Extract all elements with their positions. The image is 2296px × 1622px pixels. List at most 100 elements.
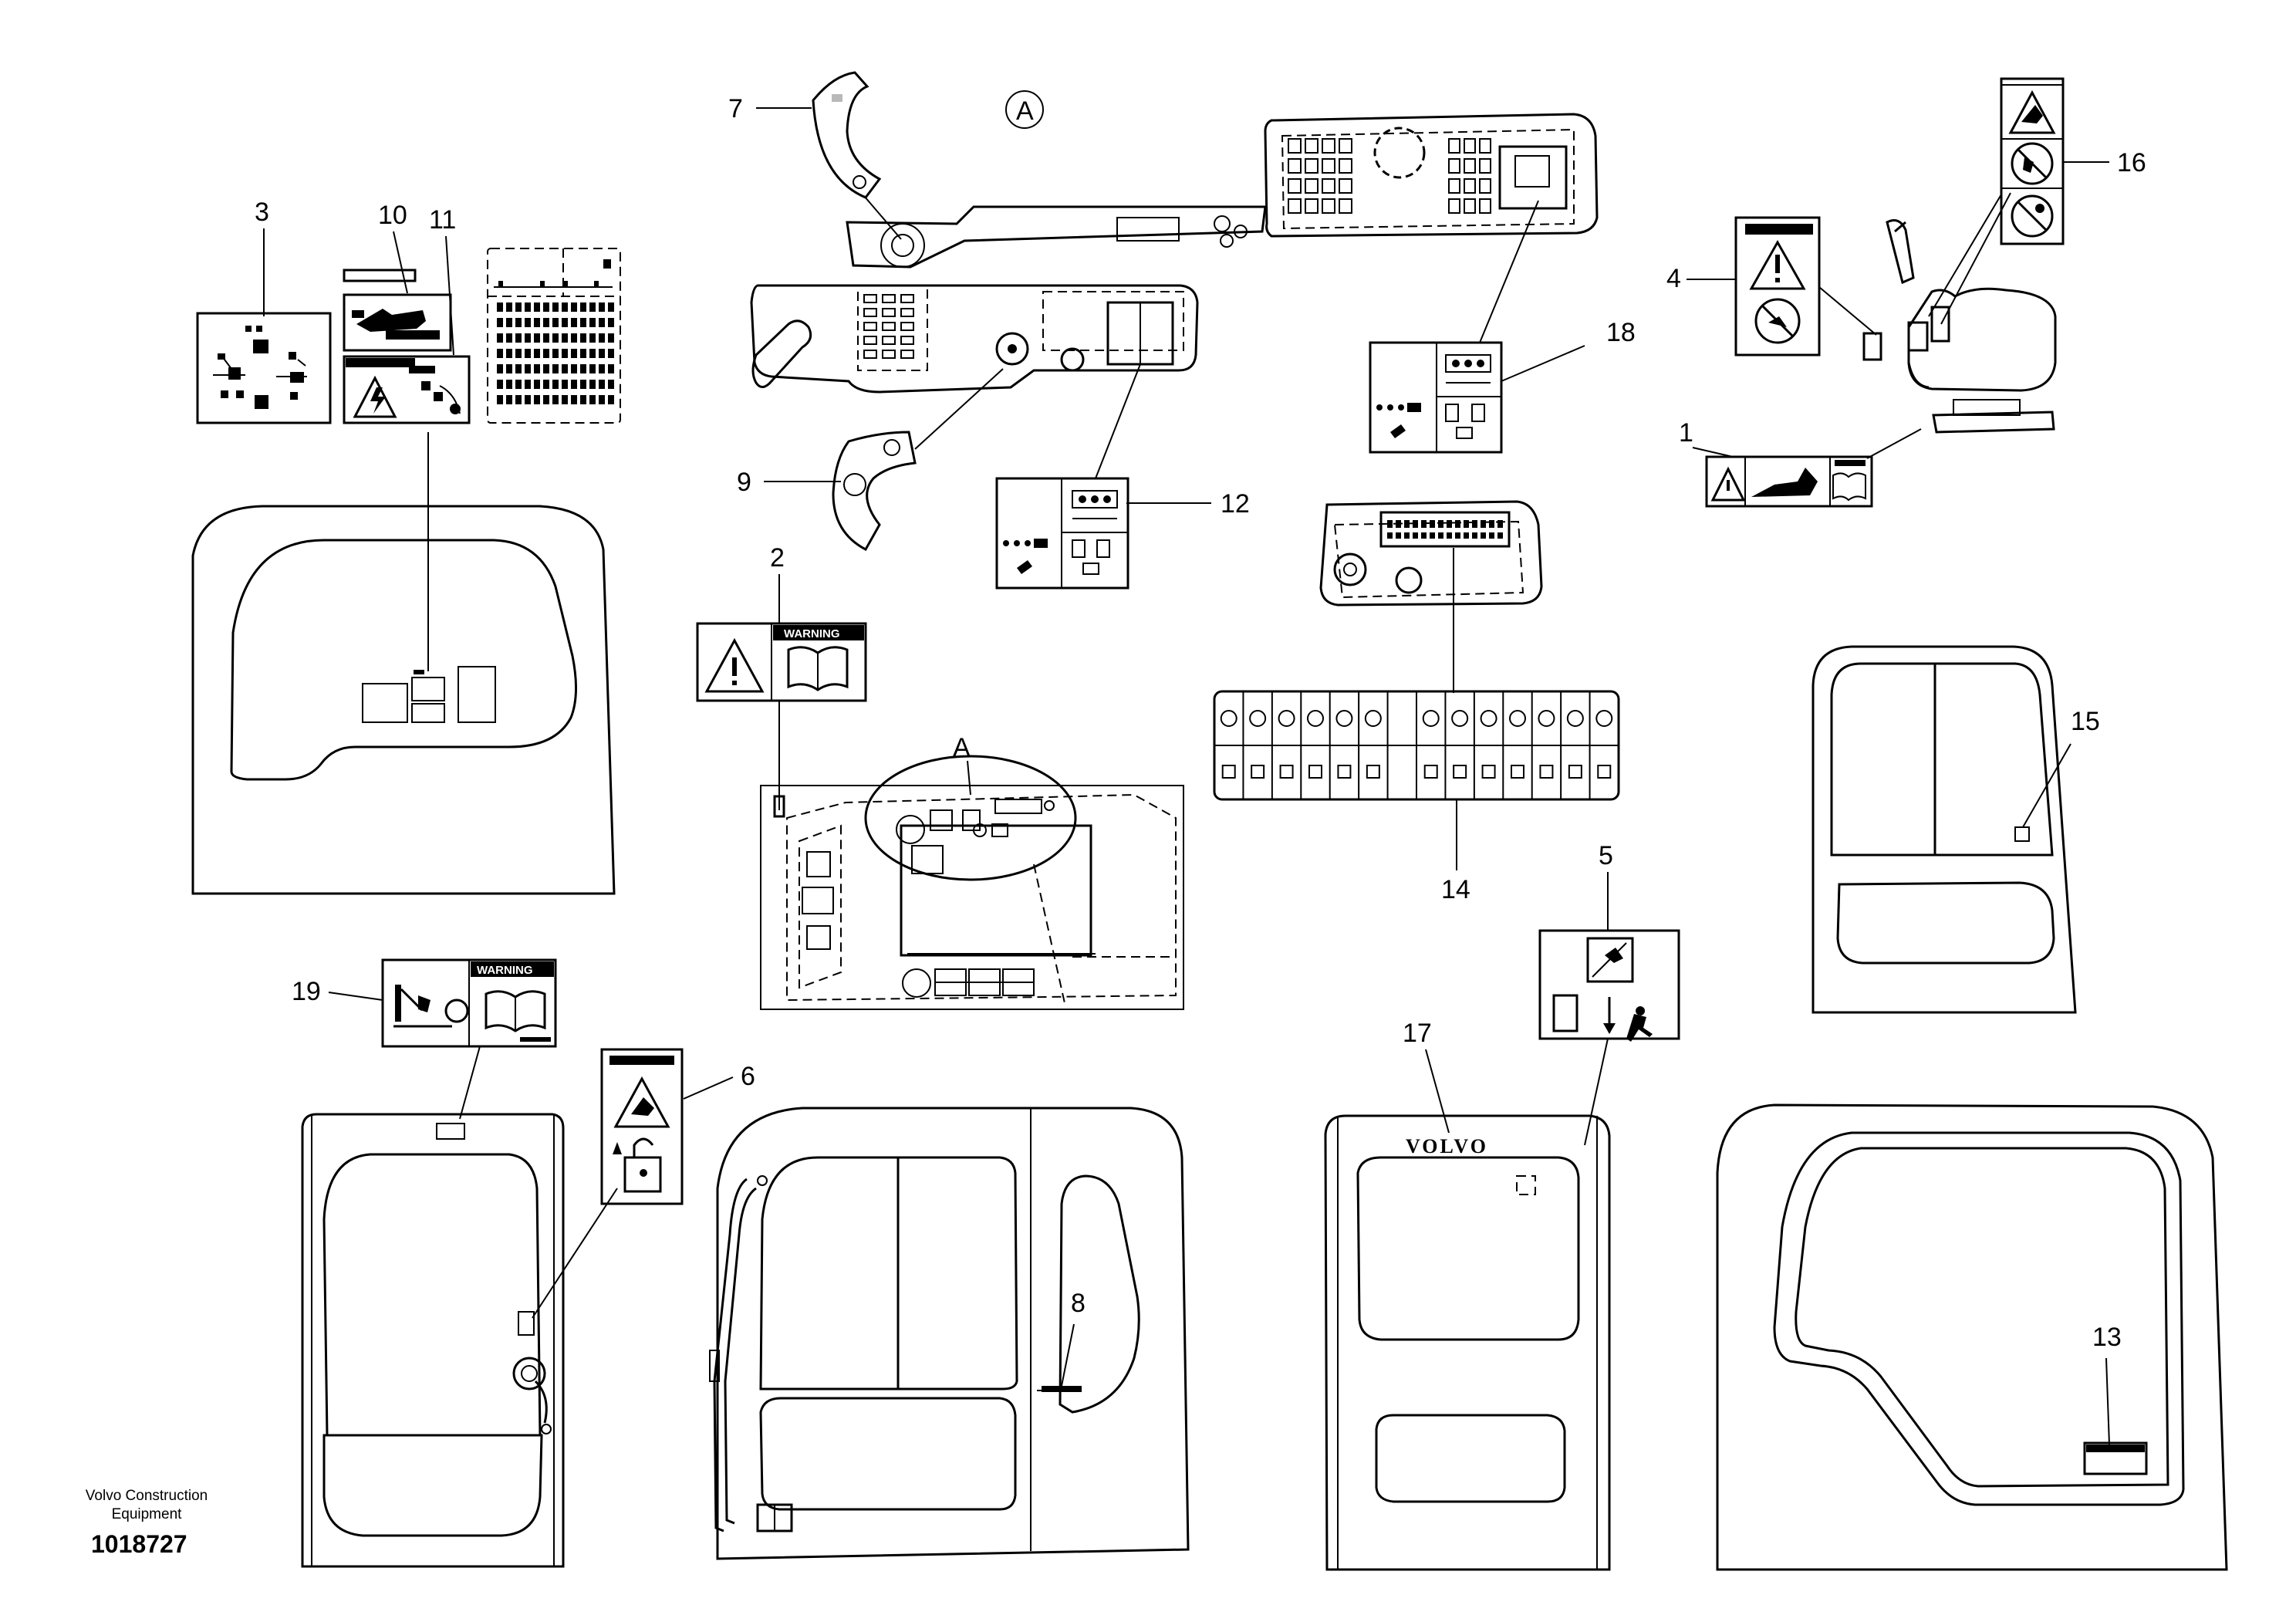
decal-11-warning-shock [343,355,471,424]
callout-11: 11 [429,205,456,235]
panel-switch [1448,138,1460,154]
sheet-cell [571,380,577,389]
decal-12-switch-panel [995,477,1129,590]
monitor-cell [1430,520,1435,528]
sheet-cell [589,349,596,358]
monitor-cell [1455,520,1460,528]
sheet-cell [571,364,577,373]
monitor-cell [1421,520,1427,528]
sheet-cell [599,364,605,373]
sheet-cell [506,333,512,343]
sheet-cell [599,333,605,343]
monitor-cell [1447,520,1452,528]
sheet-cell [534,349,540,358]
monitor-cell [1387,520,1393,528]
cab-rear-window-17: VOLVO [1324,1114,1611,1571]
sheet-cell [506,318,512,327]
decal-1-warning-machine [1705,455,1873,508]
panel-switch [1448,158,1460,174]
strip-symbol [1335,710,1353,727]
panel-switch [1305,178,1319,194]
sheet-cell [552,302,559,312]
panel-switch [1479,158,1491,174]
panel-switch [1339,178,1352,194]
sheet-cell [552,318,559,327]
sheet-cell [589,318,596,327]
sheet-cell [562,380,568,389]
decal-group-14: 14 [1213,500,1620,904]
strip-symbol [1279,765,1294,779]
cab-side-window-15: 15 [1811,645,2100,1014]
monitor-cell [1447,532,1452,539]
decal-6-warning-unlock [600,1048,684,1205]
strip-symbol [1453,765,1467,779]
company-line-1: Volvo Construction [86,1488,208,1504]
panel-switch [1305,158,1319,174]
strip-symbol [1366,765,1380,779]
strip-symbol [1509,710,1526,727]
monitor-cell [1489,520,1494,528]
monitor-cell [1396,520,1401,528]
strip-symbol [1251,765,1265,779]
decal-group-2: 2 WARNING [696,543,867,818]
monitor-cell [1404,532,1410,539]
strip-symbol [1422,710,1440,727]
panel-switch [1305,198,1319,214]
sheet-cell [515,302,522,312]
panel-switch [1322,198,1335,214]
sheet-cell [525,349,531,358]
sheet-cell [608,302,614,312]
panel-switch [1448,198,1460,214]
sheet-cell [562,349,568,358]
decal-19-warning-text: WARNING [477,964,533,977]
sheet-cell [534,395,540,404]
sheet-cell [580,333,586,343]
panel-switch [1339,138,1352,154]
monitor-cell [1413,520,1418,528]
view-a-label: A [1016,96,1034,126]
panel-switch [1448,178,1460,194]
sheet-cell [580,349,586,358]
console-key [882,308,896,317]
callout-15: 15 [2071,707,2100,736]
panel-switch [1305,138,1319,154]
sheet-cell [543,349,549,358]
decal-4-warning [1734,216,1821,357]
sheet-cell [562,318,568,327]
decal-9-arc [832,431,917,552]
panel-switch [1464,158,1476,174]
console-key [863,308,877,317]
sheet-cell [497,380,503,389]
sheet-cell [608,349,614,358]
sheet-cell [506,349,512,358]
panel-switch [1464,198,1476,214]
sheet-cell [599,349,605,358]
sheet-cell [562,395,568,404]
panel-switch [1479,138,1491,154]
sheet-cell [571,302,577,312]
decal-18-switch-panel [1369,341,1503,454]
view-a-console: A 7 [728,71,1267,590]
sheet-cell [552,380,559,389]
console-key [882,322,896,331]
console-key [882,350,896,359]
monitor-cell [1404,520,1410,528]
sheet-cell [525,364,531,373]
strip-symbol [1481,765,1496,779]
monitor-cell [1464,532,1469,539]
sheet-cell [608,364,614,373]
monitor-cell [1481,532,1486,539]
sheet-cell [515,333,522,343]
sheet-cell [552,333,559,343]
console-key [863,336,877,345]
callout-12: 12 [1221,489,1250,519]
sheet-cell [543,364,549,373]
panel-switch [1464,178,1476,194]
sheet-cell [599,302,605,312]
decal-2-warning-text: WARNING [784,627,840,640]
monitor-cell [1438,532,1443,539]
monitor-cell [1413,532,1418,539]
callout-2: 2 [770,543,785,573]
strip-symbol [1423,765,1438,779]
detail-a-circle [864,755,1077,881]
